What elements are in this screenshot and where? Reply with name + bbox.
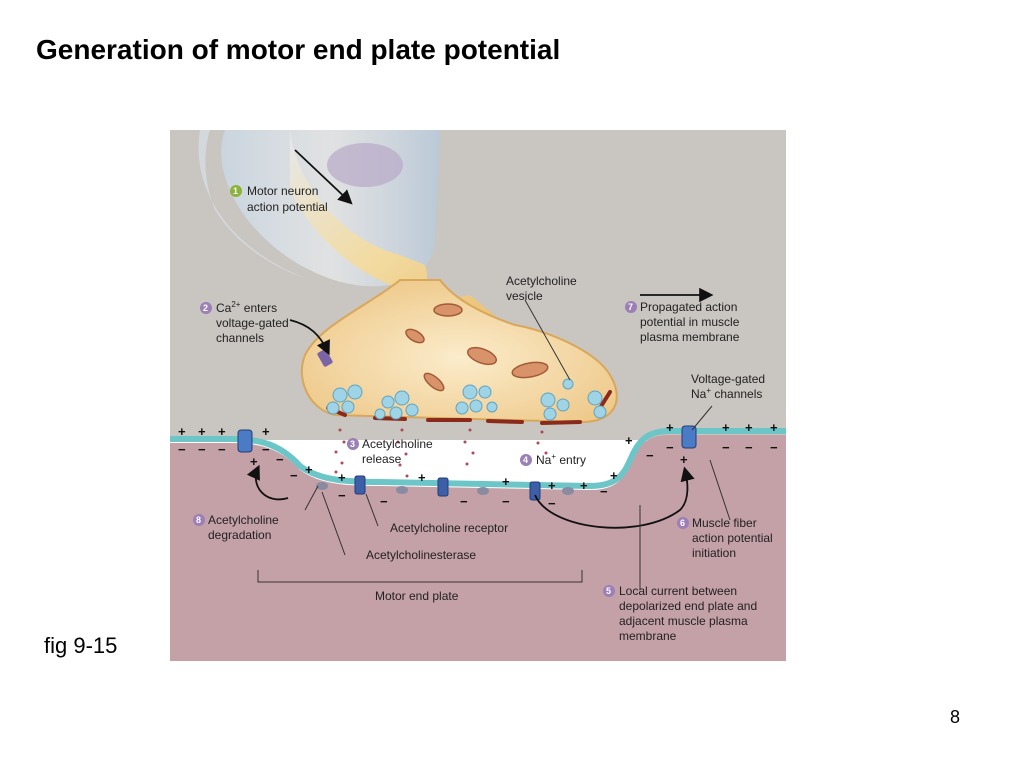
voltage-gated-na-channels xyxy=(237,425,697,453)
svg-text:+: + xyxy=(770,420,778,435)
svg-text:+: + xyxy=(418,470,426,485)
svg-text:−: − xyxy=(198,442,206,457)
label-na-entry: Na+ entry xyxy=(536,452,586,467)
svg-text:initiation: initiation xyxy=(692,546,736,560)
svg-text:−: − xyxy=(666,440,674,455)
step-badges: 1 2 7 3 4 8 6 5 xyxy=(193,185,689,597)
page-number: 8 xyxy=(950,707,961,727)
svg-text:vesicle: vesicle xyxy=(506,289,543,303)
svg-text:action potential: action potential xyxy=(247,200,328,214)
label-muscle-fiber: Muscle fiber xyxy=(692,516,757,530)
svg-text:−: − xyxy=(218,442,226,457)
label-ach-esterase: Acetylcholinesterase xyxy=(366,548,476,562)
svg-text:+: + xyxy=(580,478,588,493)
label-ach-vesicle: Acetylcholine xyxy=(506,274,577,288)
svg-text:+: + xyxy=(218,424,226,439)
svg-text:release: release xyxy=(362,452,402,466)
acetylcholinesterase xyxy=(316,482,574,495)
figure-caption: fig 9-15 xyxy=(44,633,118,658)
svg-text:−: − xyxy=(600,484,608,499)
svg-text:+: + xyxy=(198,424,206,439)
svg-text:−: − xyxy=(548,496,556,511)
muscle-membrane xyxy=(170,428,786,490)
label-motor-neuron: Motor neuron xyxy=(247,184,318,198)
label-ach-release: Acetylcholine xyxy=(362,437,433,451)
svg-text:adjacent muscle plasma: adjacent muscle plasma xyxy=(619,614,748,628)
leader-lines xyxy=(257,299,731,590)
acetylcholine-receptors xyxy=(354,475,541,501)
svg-text:+: + xyxy=(178,424,186,439)
svg-text:potential in muscle: potential in muscle xyxy=(640,315,740,329)
muscle-fiber xyxy=(170,435,786,661)
label-ach-receptor: Acetylcholine receptor xyxy=(390,521,508,535)
svg-text:−: − xyxy=(460,494,468,509)
arrows xyxy=(246,149,714,529)
svg-text:+: + xyxy=(680,452,688,467)
svg-text:+: + xyxy=(338,470,346,485)
svg-text:+: + xyxy=(250,454,258,469)
svg-text:plasma membrane: plasma membrane xyxy=(640,330,740,344)
svg-text:6: 6 xyxy=(680,518,685,528)
svg-text:−: − xyxy=(722,440,730,455)
svg-text:membrane: membrane xyxy=(619,629,677,643)
svg-text:7: 7 xyxy=(628,302,633,312)
acetylcholine-release-dots xyxy=(334,428,548,478)
svg-text:4: 4 xyxy=(523,455,528,465)
label-motor-end-plate: Motor end plate xyxy=(375,589,459,603)
svg-text:−: − xyxy=(646,448,654,463)
svg-text:1: 1 xyxy=(233,186,238,196)
svg-text:+: + xyxy=(625,433,633,448)
slide-title: Generation of motor end plate potential xyxy=(36,34,561,65)
axon-terminal xyxy=(300,279,618,424)
svg-text:+: + xyxy=(502,474,510,489)
label-ach-degradation: Acetylcholine xyxy=(208,513,279,527)
svg-text:5: 5 xyxy=(606,586,611,596)
label-voltage-gated-na: Voltage-gated xyxy=(691,372,765,386)
svg-text:Na+ channels: Na+ channels xyxy=(691,386,762,401)
svg-text:−: − xyxy=(745,440,753,455)
svg-text:8: 8 xyxy=(196,515,201,525)
diagram-labels: Motor neuron action potential Ca2+ enter… xyxy=(208,184,773,643)
svg-text:−: − xyxy=(380,494,388,509)
svg-text:2: 2 xyxy=(203,303,208,313)
svg-text:−: − xyxy=(338,488,346,503)
svg-text:action potential: action potential xyxy=(692,531,773,545)
svg-text:+: + xyxy=(548,478,556,493)
svg-text:3: 3 xyxy=(350,439,355,449)
svg-text:−: − xyxy=(502,494,510,509)
svg-text:+: + xyxy=(305,462,313,477)
svg-text:degradation: degradation xyxy=(208,528,271,542)
label-propagated: Propagated action xyxy=(640,300,737,314)
svg-text:voltage-gated: voltage-gated xyxy=(216,316,289,330)
motor-end-plate-figure: + + + + − − − − − + − + + − − + − + − + … xyxy=(170,130,786,661)
label-ca-enters: Ca2+ enters xyxy=(216,300,277,315)
svg-text:depolarized end plate and: depolarized end plate and xyxy=(619,599,757,613)
synaptic-vesicles xyxy=(326,378,607,421)
svg-text:−: − xyxy=(262,442,270,457)
svg-text:−: − xyxy=(770,440,778,455)
mitochondria xyxy=(405,303,549,392)
svg-text:channels: channels xyxy=(216,331,264,345)
svg-text:+: + xyxy=(722,420,730,435)
svg-text:−: − xyxy=(290,468,298,483)
svg-text:−: − xyxy=(276,452,284,467)
membrane-charges: + + + + − − − − − + − + + − − + − + − + … xyxy=(178,420,778,511)
svg-text:+: + xyxy=(666,420,674,435)
label-local-current: Local current between xyxy=(619,584,737,598)
svg-text:+: + xyxy=(745,420,753,435)
svg-text:+: + xyxy=(262,424,270,439)
svg-text:+: + xyxy=(610,468,618,483)
svg-text:−: − xyxy=(178,442,186,457)
